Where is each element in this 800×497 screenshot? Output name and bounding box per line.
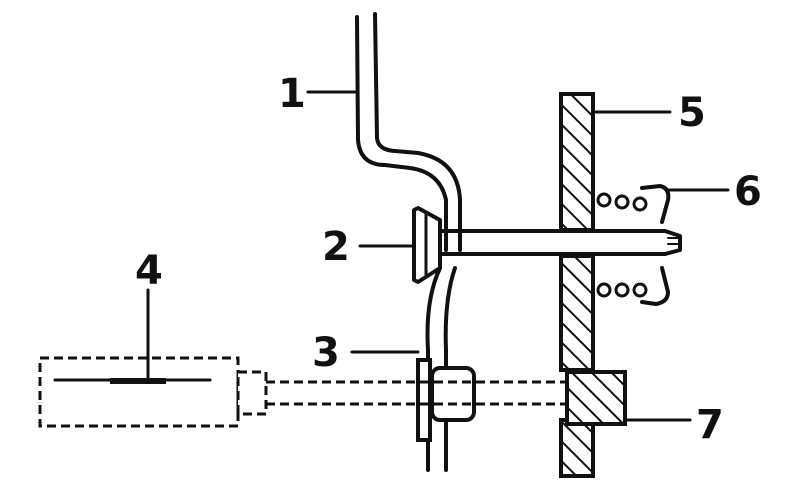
- callout-3: 3: [312, 330, 340, 376]
- spring: [596, 184, 671, 306]
- pin-flange: [412, 206, 442, 284]
- callout-6: 6: [734, 169, 762, 215]
- bent-lever-rod: [355, 12, 462, 252]
- lever-arm-lower: [425, 266, 457, 472]
- callout-4: 4: [135, 248, 163, 294]
- callout-5: 5: [678, 90, 706, 136]
- callout-1: 1: [278, 71, 306, 117]
- pin-shaft: [438, 229, 682, 256]
- leader-lines: [146, 90, 730, 422]
- callout-7: 7: [696, 402, 724, 448]
- callout-2: 2: [322, 224, 350, 270]
- dashed-tool: [38, 356, 570, 428]
- nut-block: [565, 370, 627, 426]
